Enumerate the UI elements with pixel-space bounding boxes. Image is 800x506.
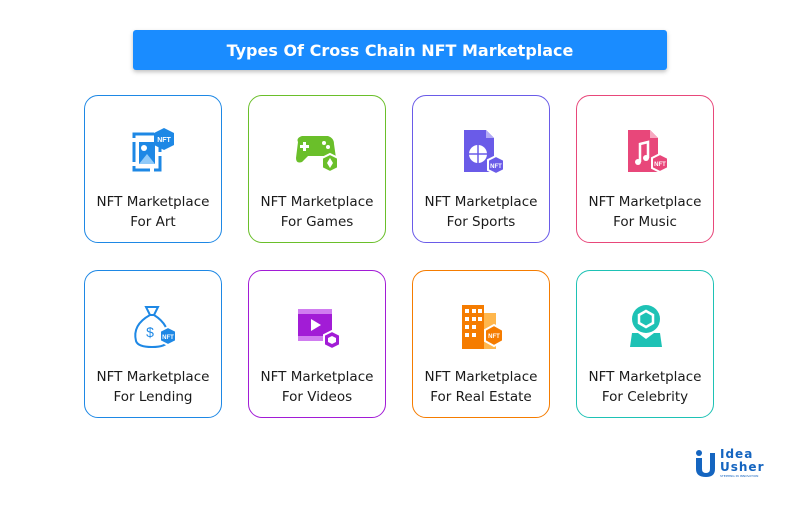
- logo-word-usher: Usher: [720, 460, 765, 474]
- card-label-line1: NFT Marketplace: [260, 369, 374, 385]
- title-banner: Types Of Cross Chain NFT Marketplace: [133, 30, 667, 70]
- svg-text:NFT: NFT: [162, 335, 174, 341]
- card-sports: NFT NFT Marketplace For Sports: [412, 95, 550, 243]
- svg-text:NFT: NFT: [490, 164, 502, 170]
- gamepad-icon: [296, 136, 339, 174]
- card-label-line1: NFT Marketplace: [588, 369, 702, 385]
- card-label-line1: NFT Marketplace: [588, 194, 702, 210]
- svg-text:NFT: NFT: [654, 162, 666, 168]
- card-label-line2: For Games: [280, 214, 354, 230]
- logo-mark-icon: [696, 450, 715, 477]
- building-icon: NFT: [462, 305, 504, 349]
- logo-tagline: STEPPING IN INNOVATION: [720, 474, 759, 478]
- money-bag-icon: $ NFT: [134, 306, 177, 349]
- card-label-line1: NFT Marketplace: [96, 194, 210, 210]
- card-label-line1: NFT Marketplace: [260, 194, 374, 210]
- logo-word-idea: Idea: [720, 447, 754, 461]
- card-games: NFT Marketplace For Games: [248, 95, 386, 243]
- card-label-line1: NFT Marketplace: [424, 194, 538, 210]
- celebrity-icon: [630, 305, 662, 347]
- card-label-line2: For Videos: [281, 389, 353, 405]
- svg-text:NFT: NFT: [157, 137, 171, 144]
- card-celebrity: NFT Marketplace For Celebrity: [576, 270, 714, 418]
- card-label-line2: For Celebrity: [601, 389, 689, 405]
- card-real-estate: NFT NFT Marketplace For Real Estate: [412, 270, 550, 418]
- sports-icon: NFT: [464, 130, 505, 176]
- card-label-line2: For Real Estate: [430, 389, 532, 405]
- idea-usher-logo: Idea Usher STEPPING IN INNOVATION: [694, 447, 774, 481]
- card-art: NFT NFT Marketplace For Art: [84, 95, 222, 243]
- card-label-line1: NFT Marketplace: [96, 369, 210, 385]
- video-icon: [298, 309, 341, 351]
- card-lending: $ NFT NFT Marketplace For Lending: [84, 270, 222, 418]
- card-videos: NFT Marketplace For Videos: [248, 270, 386, 418]
- card-label-line2: For Art: [130, 214, 176, 230]
- card-label-line1: NFT Marketplace: [424, 369, 538, 385]
- music-icon: NFT: [628, 130, 669, 174]
- svg-text:$: $: [146, 324, 154, 340]
- svg-text:NFT: NFT: [488, 334, 500, 340]
- card-label-line2: For Music: [613, 214, 677, 230]
- card-music: NFT NFT Marketplace For Music: [576, 95, 714, 243]
- art-icon: NFT: [132, 128, 174, 172]
- card-label-line2: For Sports: [446, 214, 516, 230]
- page-title: Types Of Cross Chain NFT Marketplace: [226, 40, 574, 60]
- card-label-line2: For Lending: [113, 389, 193, 405]
